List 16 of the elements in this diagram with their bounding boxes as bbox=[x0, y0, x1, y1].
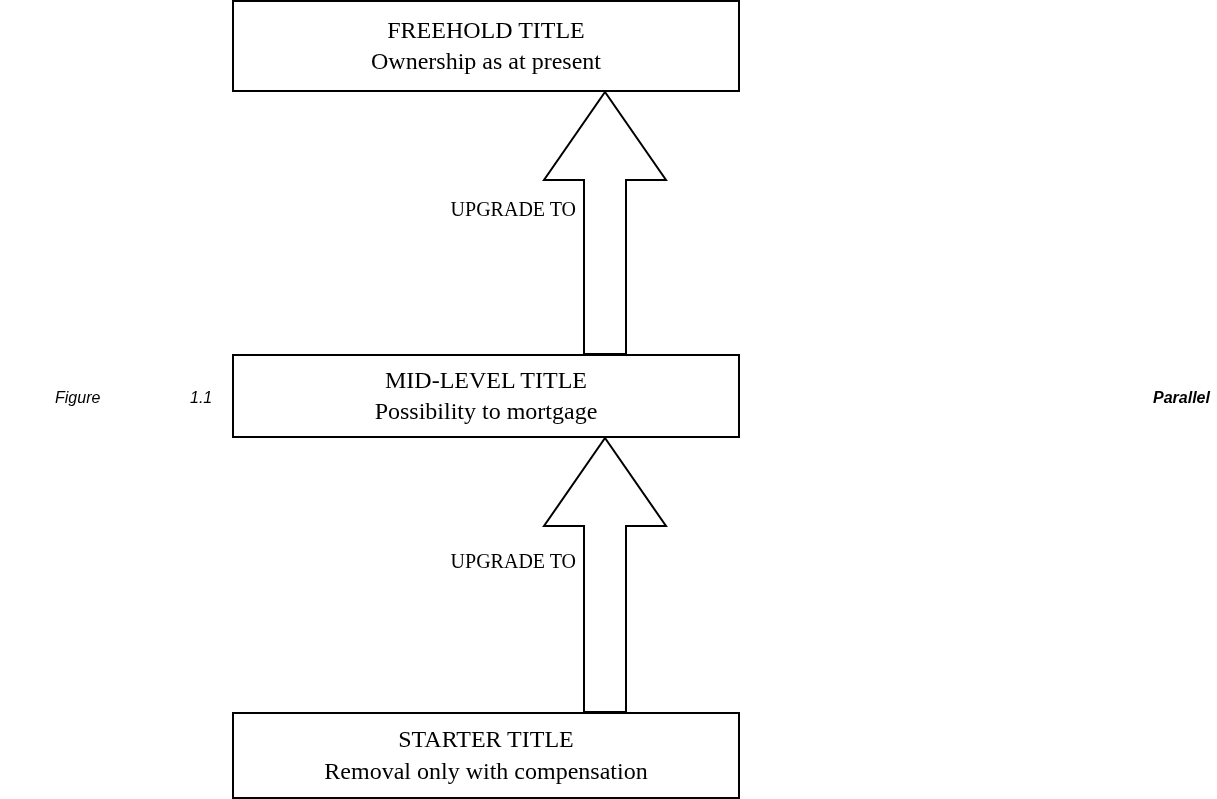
title-box bbox=[232, 712, 740, 799]
edge-label: UPGRADE TO bbox=[450, 550, 576, 573]
caption-word: Figure bbox=[55, 389, 101, 407]
block-arrow bbox=[542, 90, 668, 355]
box-heading: FREEHOLD TITLE bbox=[387, 15, 585, 45]
block-arrow bbox=[542, 436, 668, 713]
box-description: Possibility to mortgage bbox=[374, 397, 598, 426]
caption-word: 1.1 bbox=[190, 389, 213, 407]
title-box bbox=[232, 354, 740, 438]
box-description: Removal only with compensation bbox=[324, 756, 648, 786]
edge-label: UPGRADE TO bbox=[450, 198, 576, 221]
box-description: Ownership as at present bbox=[371, 47, 601, 76]
box-heading: MID-LEVEL TITLE bbox=[385, 365, 587, 395]
caption-word: Parallel bbox=[1153, 389, 1210, 407]
title-box bbox=[232, 0, 740, 92]
box-heading: STARTER TITLE bbox=[398, 725, 574, 755]
